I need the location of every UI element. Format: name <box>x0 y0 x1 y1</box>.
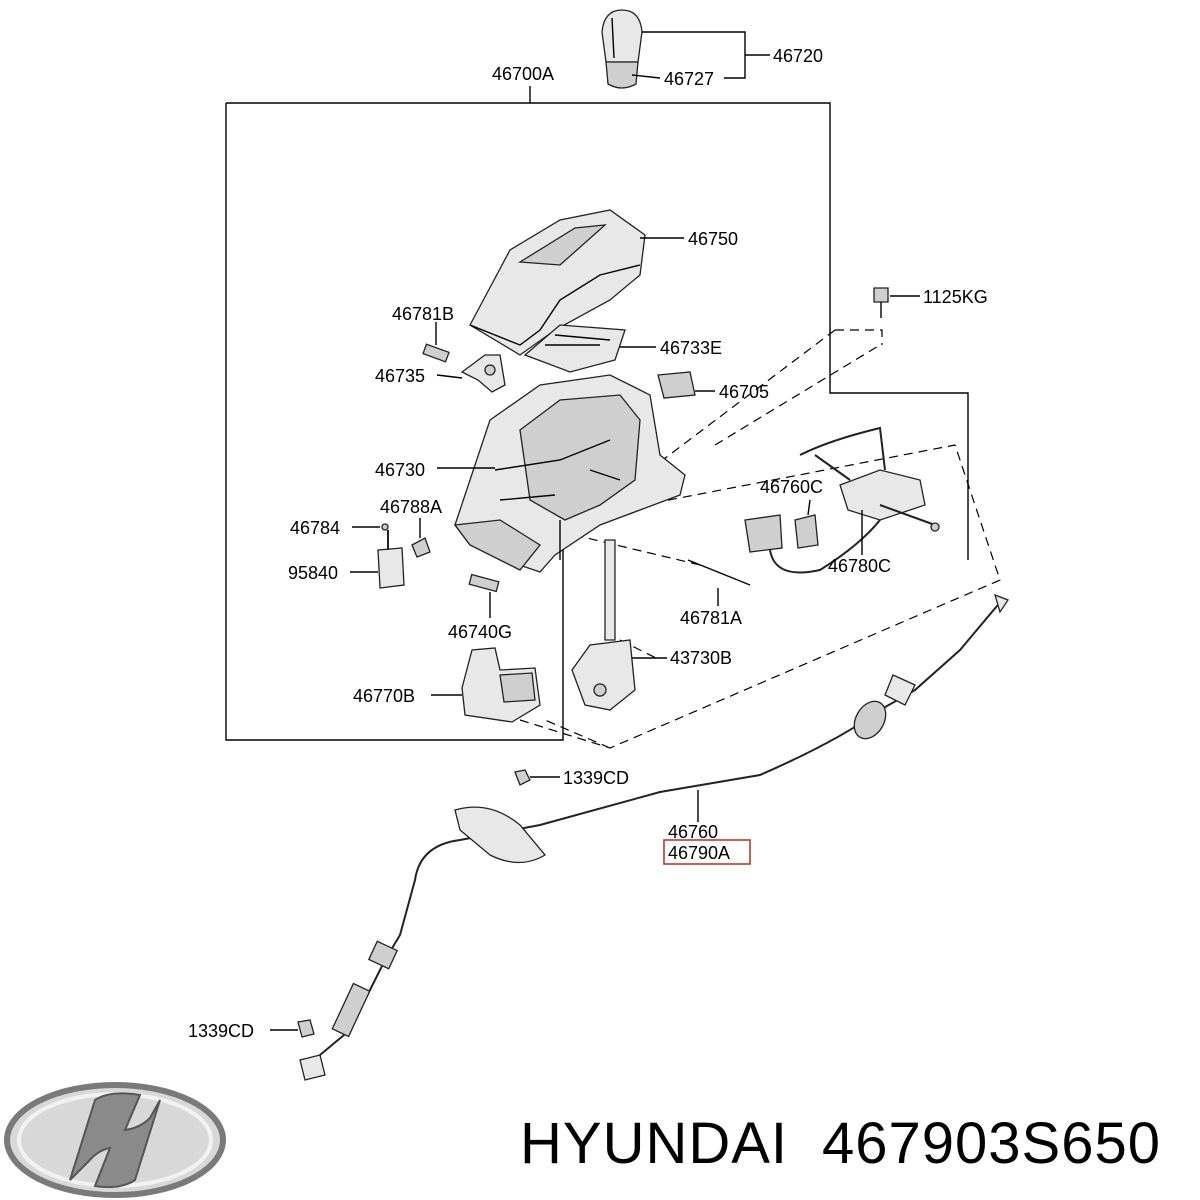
label-46790A: 46790A <box>668 843 730 863</box>
shift-lever <box>571 539 636 711</box>
label-46720: 46720 <box>773 46 823 66</box>
bracket-46770B <box>461 647 541 723</box>
label-95840: 95840 <box>288 563 338 583</box>
part-46784 <box>381 523 389 531</box>
label-46727: 46727 <box>664 69 714 89</box>
label-1339CD-bottom: 1339CD <box>188 1021 254 1041</box>
shift-knob <box>601 9 643 89</box>
assembly-frame <box>225 102 969 741</box>
part-number: 467903S650 <box>822 1111 1161 1176</box>
brand-name: HYUNDAI <box>520 1111 788 1176</box>
label-46781B: 46781B <box>392 304 454 324</box>
label-46735: 46735 <box>375 366 425 386</box>
label-46784: 46784 <box>290 518 340 538</box>
label-46750: 46750 <box>688 229 738 249</box>
label-46760C: 46760C <box>760 477 823 497</box>
clip-46705 <box>657 371 696 399</box>
harness-module <box>744 426 940 574</box>
label-1125KG: 1125KG <box>923 287 988 307</box>
label-46740G: 46740G <box>448 622 512 642</box>
bolt-1125KG <box>873 287 889 318</box>
shifter-body <box>453 374 686 573</box>
guide-dashed-lines <box>519 329 1001 749</box>
highlight-box-46790A <box>663 839 751 865</box>
label-46705: 46705 <box>719 382 769 402</box>
part-46740G <box>468 573 500 593</box>
part-46788A <box>411 537 431 558</box>
label-46770B: 46770B <box>353 686 415 706</box>
lock-lever <box>460 354 506 393</box>
hyundai-logo-icon <box>4 1082 226 1198</box>
shift-cable <box>299 593 1009 1081</box>
label-46780C: 46780C <box>828 556 891 576</box>
nut-1339CD-top <box>514 769 531 786</box>
switch-95840 <box>377 530 405 589</box>
label-46730: 46730 <box>375 460 425 480</box>
label-46700A: 46700A <box>492 64 554 84</box>
label-46760: 46760 <box>668 822 718 842</box>
label-46788A: 46788A <box>380 497 442 517</box>
pin-46781B <box>422 343 450 363</box>
indicator-cover <box>469 209 646 356</box>
rod-46781A <box>687 559 751 586</box>
leader-46727 <box>631 74 661 79</box>
label-1339CD-top: 1339CD <box>563 768 629 788</box>
label-43730B: 43730B <box>670 648 732 668</box>
slide-plate <box>523 324 626 373</box>
leader-46720 <box>642 31 770 79</box>
leader-46735 <box>436 374 463 379</box>
label-46781A: 46781A <box>680 608 742 628</box>
leader-46760C <box>807 499 811 516</box>
label-46733E: 46733E <box>660 338 722 358</box>
nut-1339CD-bottom <box>297 1019 315 1038</box>
